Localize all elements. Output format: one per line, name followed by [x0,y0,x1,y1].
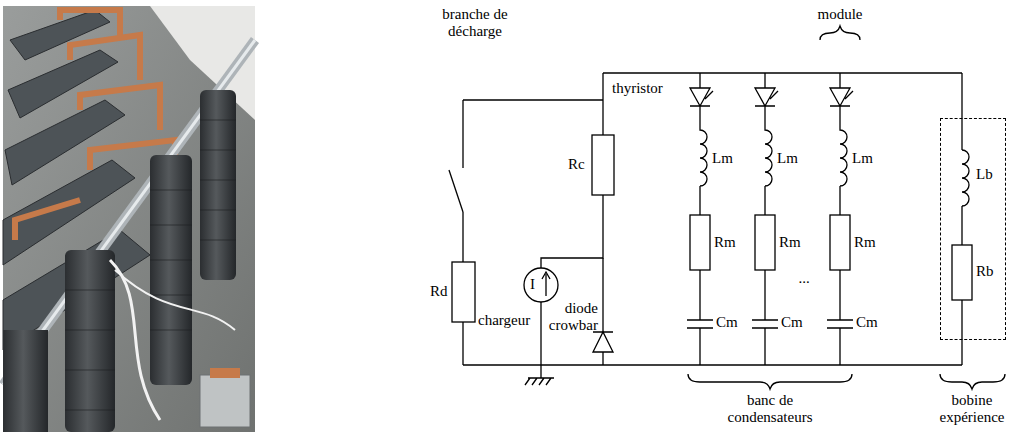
part-label: Lm [777,150,798,167]
component-label: thyristor [612,80,663,97]
part-label: Rc [568,156,585,173]
part-label: Rd [430,283,448,300]
part-label: Cm [781,314,803,331]
part-label: chargeur [478,312,530,329]
part-label: Rm [714,234,736,251]
capacitor-module [687,73,713,365]
signal-label: I [530,276,535,293]
ellipsis-mark: ... [798,270,809,287]
part-label: Lb [976,166,993,183]
dashed-enclosure: LbRb [940,118,1006,340]
resistor-symbol [592,135,614,195]
bracket [688,374,852,389]
group-label: banc de condensateurs [728,392,813,426]
resistor-symbol [952,245,972,300]
part-label: Rm [854,234,876,251]
part-label: Lm [712,150,733,167]
current-source [524,268,558,302]
bracket [940,374,1005,389]
resistor-symbol [755,215,775,270]
inductor-symbol [962,150,969,206]
branch-label: branche de décharge [420,6,530,40]
part-label: Rm [779,234,801,251]
diode-symbol [593,332,613,352]
resistor-symbol [452,262,475,322]
part-label: diode crowbar [549,300,598,334]
resistor-symbol [830,215,850,270]
capacitor-module [752,73,778,365]
photo [3,6,255,432]
circuit-wires [449,26,1005,389]
resistor-symbol [690,215,710,270]
part-label: Rb [976,263,994,280]
part-label: Cm [856,314,878,331]
bracket [820,26,860,40]
part-label: Cm [716,314,738,331]
capacitor-module [827,73,853,365]
group-label: bobine expérience [940,392,1005,426]
part-label: Lm [852,150,873,167]
group-label: module [818,6,863,23]
